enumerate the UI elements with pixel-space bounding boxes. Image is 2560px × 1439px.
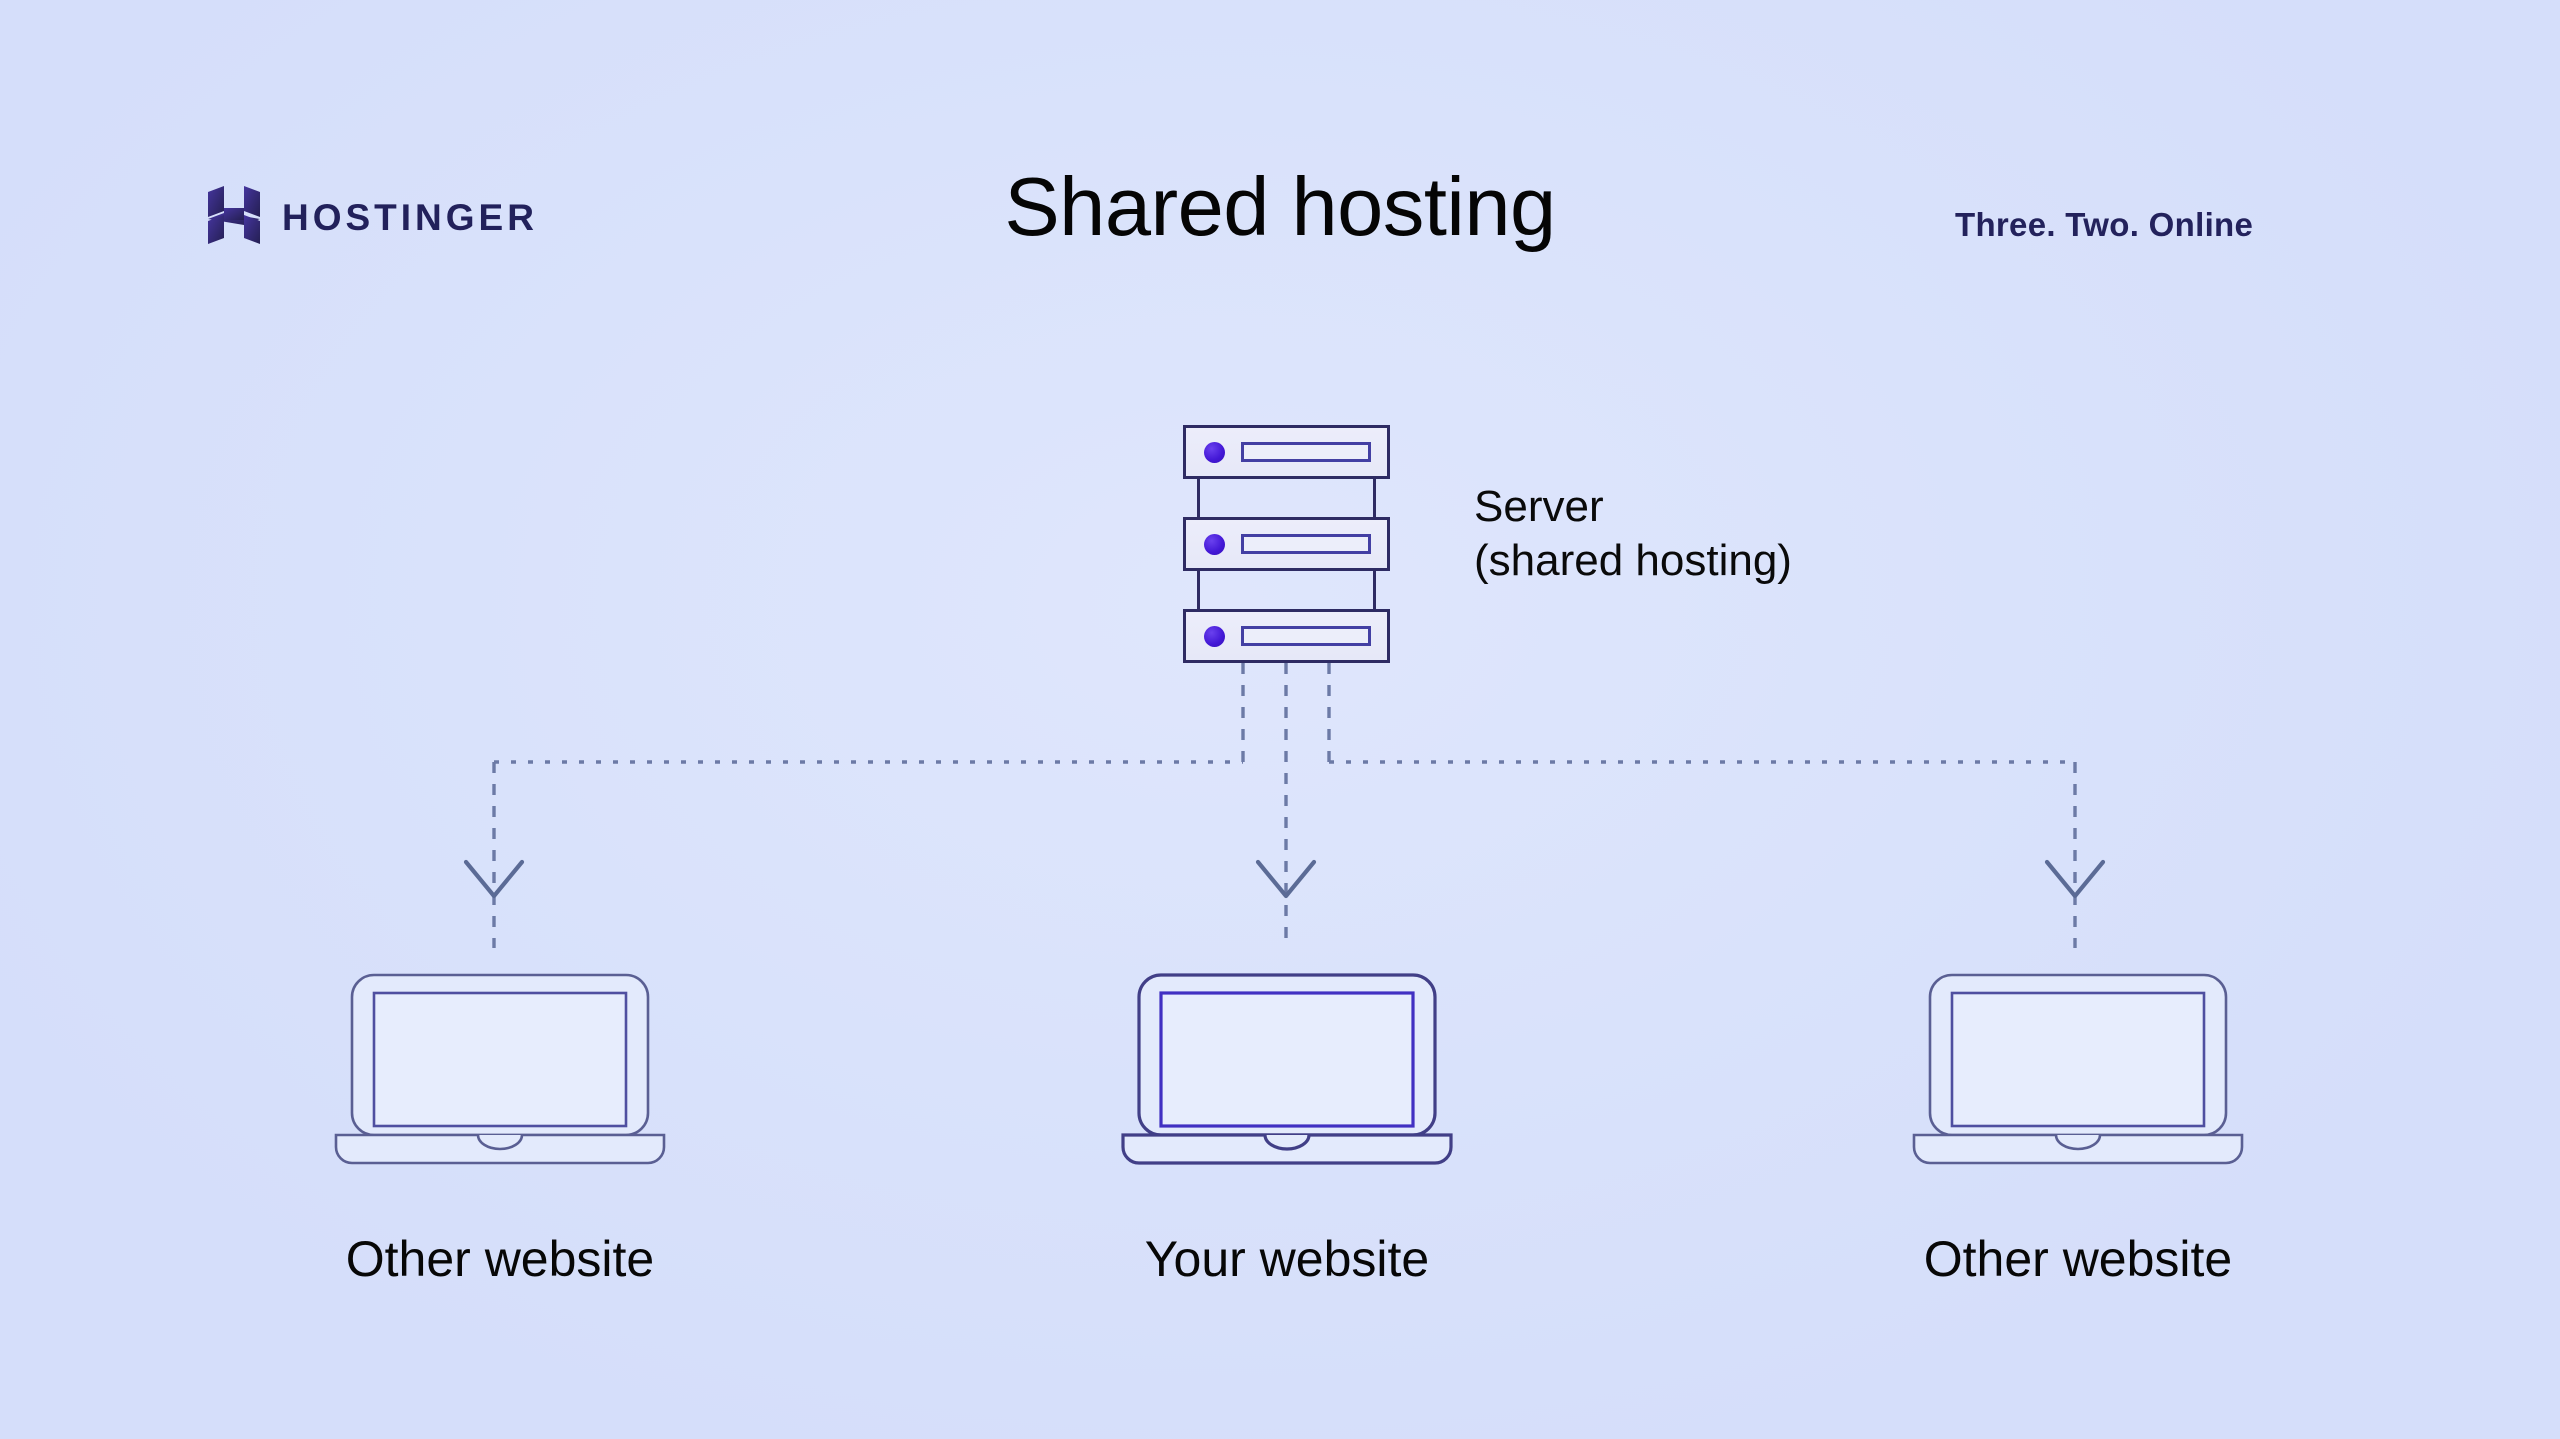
rack-leg: [1197, 479, 1200, 517]
rack-slot-bar: [1241, 442, 1371, 462]
server-label-line-2: (shared hosting): [1474, 535, 1792, 585]
server-label: Server (shared hosting): [1474, 480, 1792, 587]
rack-unit: [1183, 517, 1390, 571]
rack-unit: [1183, 425, 1390, 479]
page-title: Shared hosting: [1004, 160, 1556, 253]
node-label: Other website: [345, 1231, 655, 1287]
status-dot-icon: [1204, 625, 1225, 647]
server-label-line-1: Server: [1474, 482, 1604, 531]
rack-leg: [1373, 479, 1376, 517]
node-label: Other website: [1923, 1231, 2233, 1287]
rack-leg: [1197, 571, 1200, 609]
laptop-icon: [1908, 965, 2248, 1175]
rack-unit: [1183, 609, 1390, 663]
status-dot-icon: [1204, 441, 1225, 463]
brand-lockup: HOSTINGER: [208, 186, 538, 249]
rack-leg: [1373, 571, 1376, 609]
hostinger-h-logo-icon: [208, 186, 260, 249]
laptop-icon: [330, 965, 670, 1175]
brand-name: HOSTINGER: [282, 197, 538, 238]
tagline: Three. Two. Online: [1955, 206, 2254, 243]
laptop-icon: [1117, 965, 1457, 1175]
rack-slot-bar: [1241, 626, 1371, 646]
node-label: Your website: [1144, 1231, 1430, 1287]
status-dot-icon: [1204, 533, 1225, 555]
rack-slot-bar: [1241, 534, 1371, 554]
server-rack-icon: [1183, 425, 1390, 663]
